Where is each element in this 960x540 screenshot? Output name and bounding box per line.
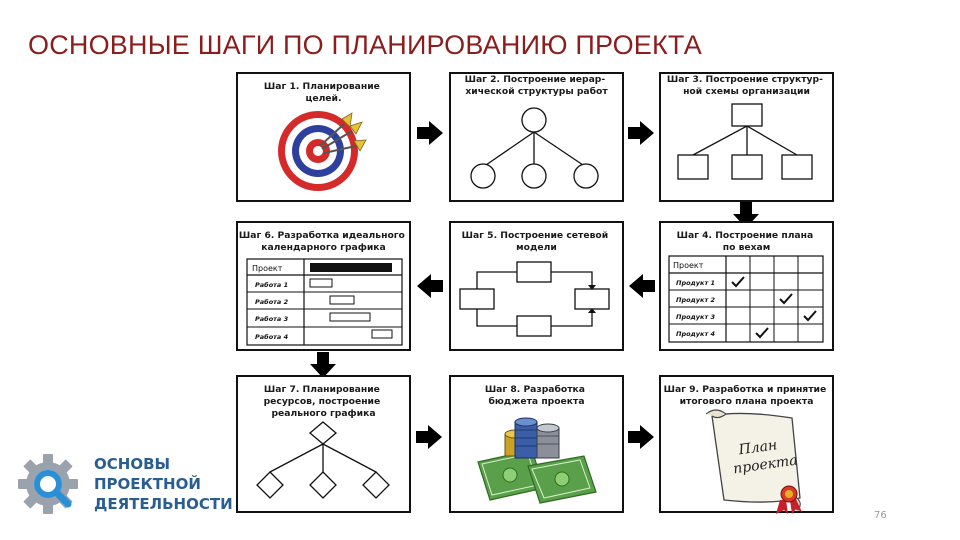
milestone-header: Проект: [673, 261, 704, 270]
page-number: 76: [874, 510, 887, 521]
check-icon: [803, 310, 817, 322]
step-6-caption-line-2: календарного графика: [261, 242, 385, 253]
check-icon: [731, 276, 745, 288]
step-5-caption-line-2: модели: [516, 242, 557, 253]
svg-text:Шаг 6. Разработка идеального: Шаг 6. Разработка идеального календарног…: [239, 230, 408, 253]
milestone-row-3: Продукт 3: [676, 313, 715, 321]
svg-text:Шаг 5. Построение сетевой: Шаг 5. Построение сетевой модели: [462, 230, 612, 253]
slide-title: ОСНОВНЫЕ ШАГИ ПО ПЛАНИРОВАНИЮ ПРОЕКТА: [28, 30, 702, 60]
step-7-caption-line-1: Шаг 7. Планирование: [264, 384, 380, 395]
arrow-step5-to-step6: [417, 274, 443, 298]
gantt-row-4: Работа 4: [255, 333, 289, 341]
logo-text: ОСНОВЫ ПРОЕКТНОЙ ДЕЯТЕЛЬНОСТИ: [94, 454, 233, 514]
svg-text:Шаг 8. Разработка бюджет: Шаг 8. Разработка бюджета проекта: [485, 384, 588, 407]
logo-line-3: ДЕЯТЕЛЬНОСТИ: [94, 495, 233, 513]
step-8-panel: Шаг 8. Разработка бюджета проекта: [449, 375, 624, 513]
course-logo: ОСНОВЫ ПРОЕКТНОЙ ДЕЯТЕЛЬНОСТИ: [16, 448, 236, 520]
plan-document-line-1: План: [737, 437, 779, 458]
step-7-panel: Шаг 7. Планирование ресурсов, построение…: [236, 375, 411, 513]
step-7-caption-line-3: реального графика: [271, 408, 375, 419]
step-4-caption-line-2: по вехам: [723, 242, 771, 253]
step-2-caption-line-1: Шаг 2. Построение иерар-: [465, 74, 606, 85]
logo-line-1: ОСНОВЫ: [94, 455, 171, 473]
svg-text:Шаг 3. Построение структур-: Шаг 3. Построение структур- ной схемы ор…: [667, 74, 826, 97]
step-4-caption-line-1: Шаг 4. Построение плана: [677, 230, 814, 241]
org-chart-icon: [677, 103, 813, 180]
svg-text:Шаг 4. Построение плана: Шаг 4. Построение плана по вехам: [677, 230, 817, 253]
gear-magnifier-icon: [18, 454, 78, 514]
step-5-caption-line-1: Шаг 5. Построение сетевой: [462, 230, 609, 241]
step-6-caption-line-1: Шаг 6. Разработка идеального: [239, 230, 405, 241]
step-2-panel: Шаг 2. Построение иерар- хической структ…: [449, 72, 624, 202]
diamond-tree-icon: [256, 421, 390, 499]
step-3-panel: Шаг 3. Построение структур- ной схемы ор…: [659, 72, 834, 202]
arrow-step2-to-step3: [628, 121, 654, 145]
step-5-panel: Шаг 5. Построение сетевой модели: [449, 221, 624, 351]
seal-icon: [776, 485, 802, 514]
scroll-document-icon: План проекта: [705, 409, 802, 514]
step-8-caption-line-1: Шаг 8. Разработка: [485, 384, 585, 395]
step-8-caption-line-2: бюджета проекта: [488, 396, 584, 407]
gantt-row-3: Работа 3: [255, 315, 289, 323]
step-1-caption-line-2: целей.: [306, 93, 342, 104]
step-3-caption-line-1: Шаг 3. Построение структур-: [667, 74, 823, 85]
check-icon: [755, 327, 769, 339]
arrow-step4-to-step5: [629, 274, 655, 298]
gantt-row-1: Работа 1: [255, 281, 288, 289]
step-6-panel: Шаг 6. Разработка идеального календарног…: [236, 221, 411, 351]
svg-text:Шаг 2. Построение иерар-: Шаг 2. Построение иерар- хической структ…: [465, 74, 609, 97]
milestone-checkmarks: [731, 276, 817, 339]
step-9-panel: Шаг 9. Разработка и принятие итогового п…: [659, 375, 834, 514]
target-with-darts-icon: [278, 111, 367, 191]
milestone-table-icon: Проект Продукт 1 Продукт 2 Продукт 3 Про…: [668, 255, 824, 343]
step-7-caption-line-2: ресурсов, построение: [264, 396, 381, 407]
arrow-step1-to-step2: [417, 121, 443, 145]
gantt-row-2: Работа 2: [255, 298, 289, 306]
network-model-icon: [459, 261, 610, 337]
arrow-step8-to-step9: [628, 425, 654, 449]
svg-text:Шаг 9. Разработка и принятие: Шаг 9. Разработка и принятие итогового п…: [664, 384, 830, 407]
step-2-caption-line-2: хической структуры работ: [465, 86, 608, 97]
gantt-chart-icon: Проект Работа 1 Работа 2 Работа 3 Работа…: [246, 258, 403, 346]
check-icon: [779, 293, 793, 305]
milestone-row-4: Продукт 4: [676, 330, 715, 338]
logo-line-2: ПРОЕКТНОЙ: [94, 475, 201, 493]
step-9-caption-line-1: Шаг 9. Разработка и принятие: [664, 384, 827, 395]
step-9-caption-line-2: итогового плана проекта: [680, 396, 814, 407]
gantt-header: Проект: [252, 264, 283, 273]
money-coins-icon: [477, 417, 597, 504]
step-1-caption-line-1: Шаг 1. Планирование: [264, 81, 380, 92]
tree-diagram-icon: [470, 107, 599, 189]
step-4-panel: Шаг 4. Построение плана по вехам Проект …: [659, 221, 834, 351]
milestone-row-1: Продукт 1: [676, 279, 715, 287]
arrow-step7-to-step8: [416, 425, 442, 449]
svg-text:Шаг 1. Планирование целе: Шаг 1. Планирование целей.: [264, 81, 383, 104]
step-1-panel: Шаг 1. Планирование целей.: [236, 72, 411, 202]
svg-text:Шаг 7. Планирование ресу: Шаг 7. Планирование ресурсов, построение…: [264, 384, 384, 419]
milestone-row-2: Продукт 2: [676, 296, 715, 304]
arrow-step6-to-step7: [310, 352, 336, 378]
step-3-caption-line-2: ной схемы организации: [683, 86, 810, 97]
